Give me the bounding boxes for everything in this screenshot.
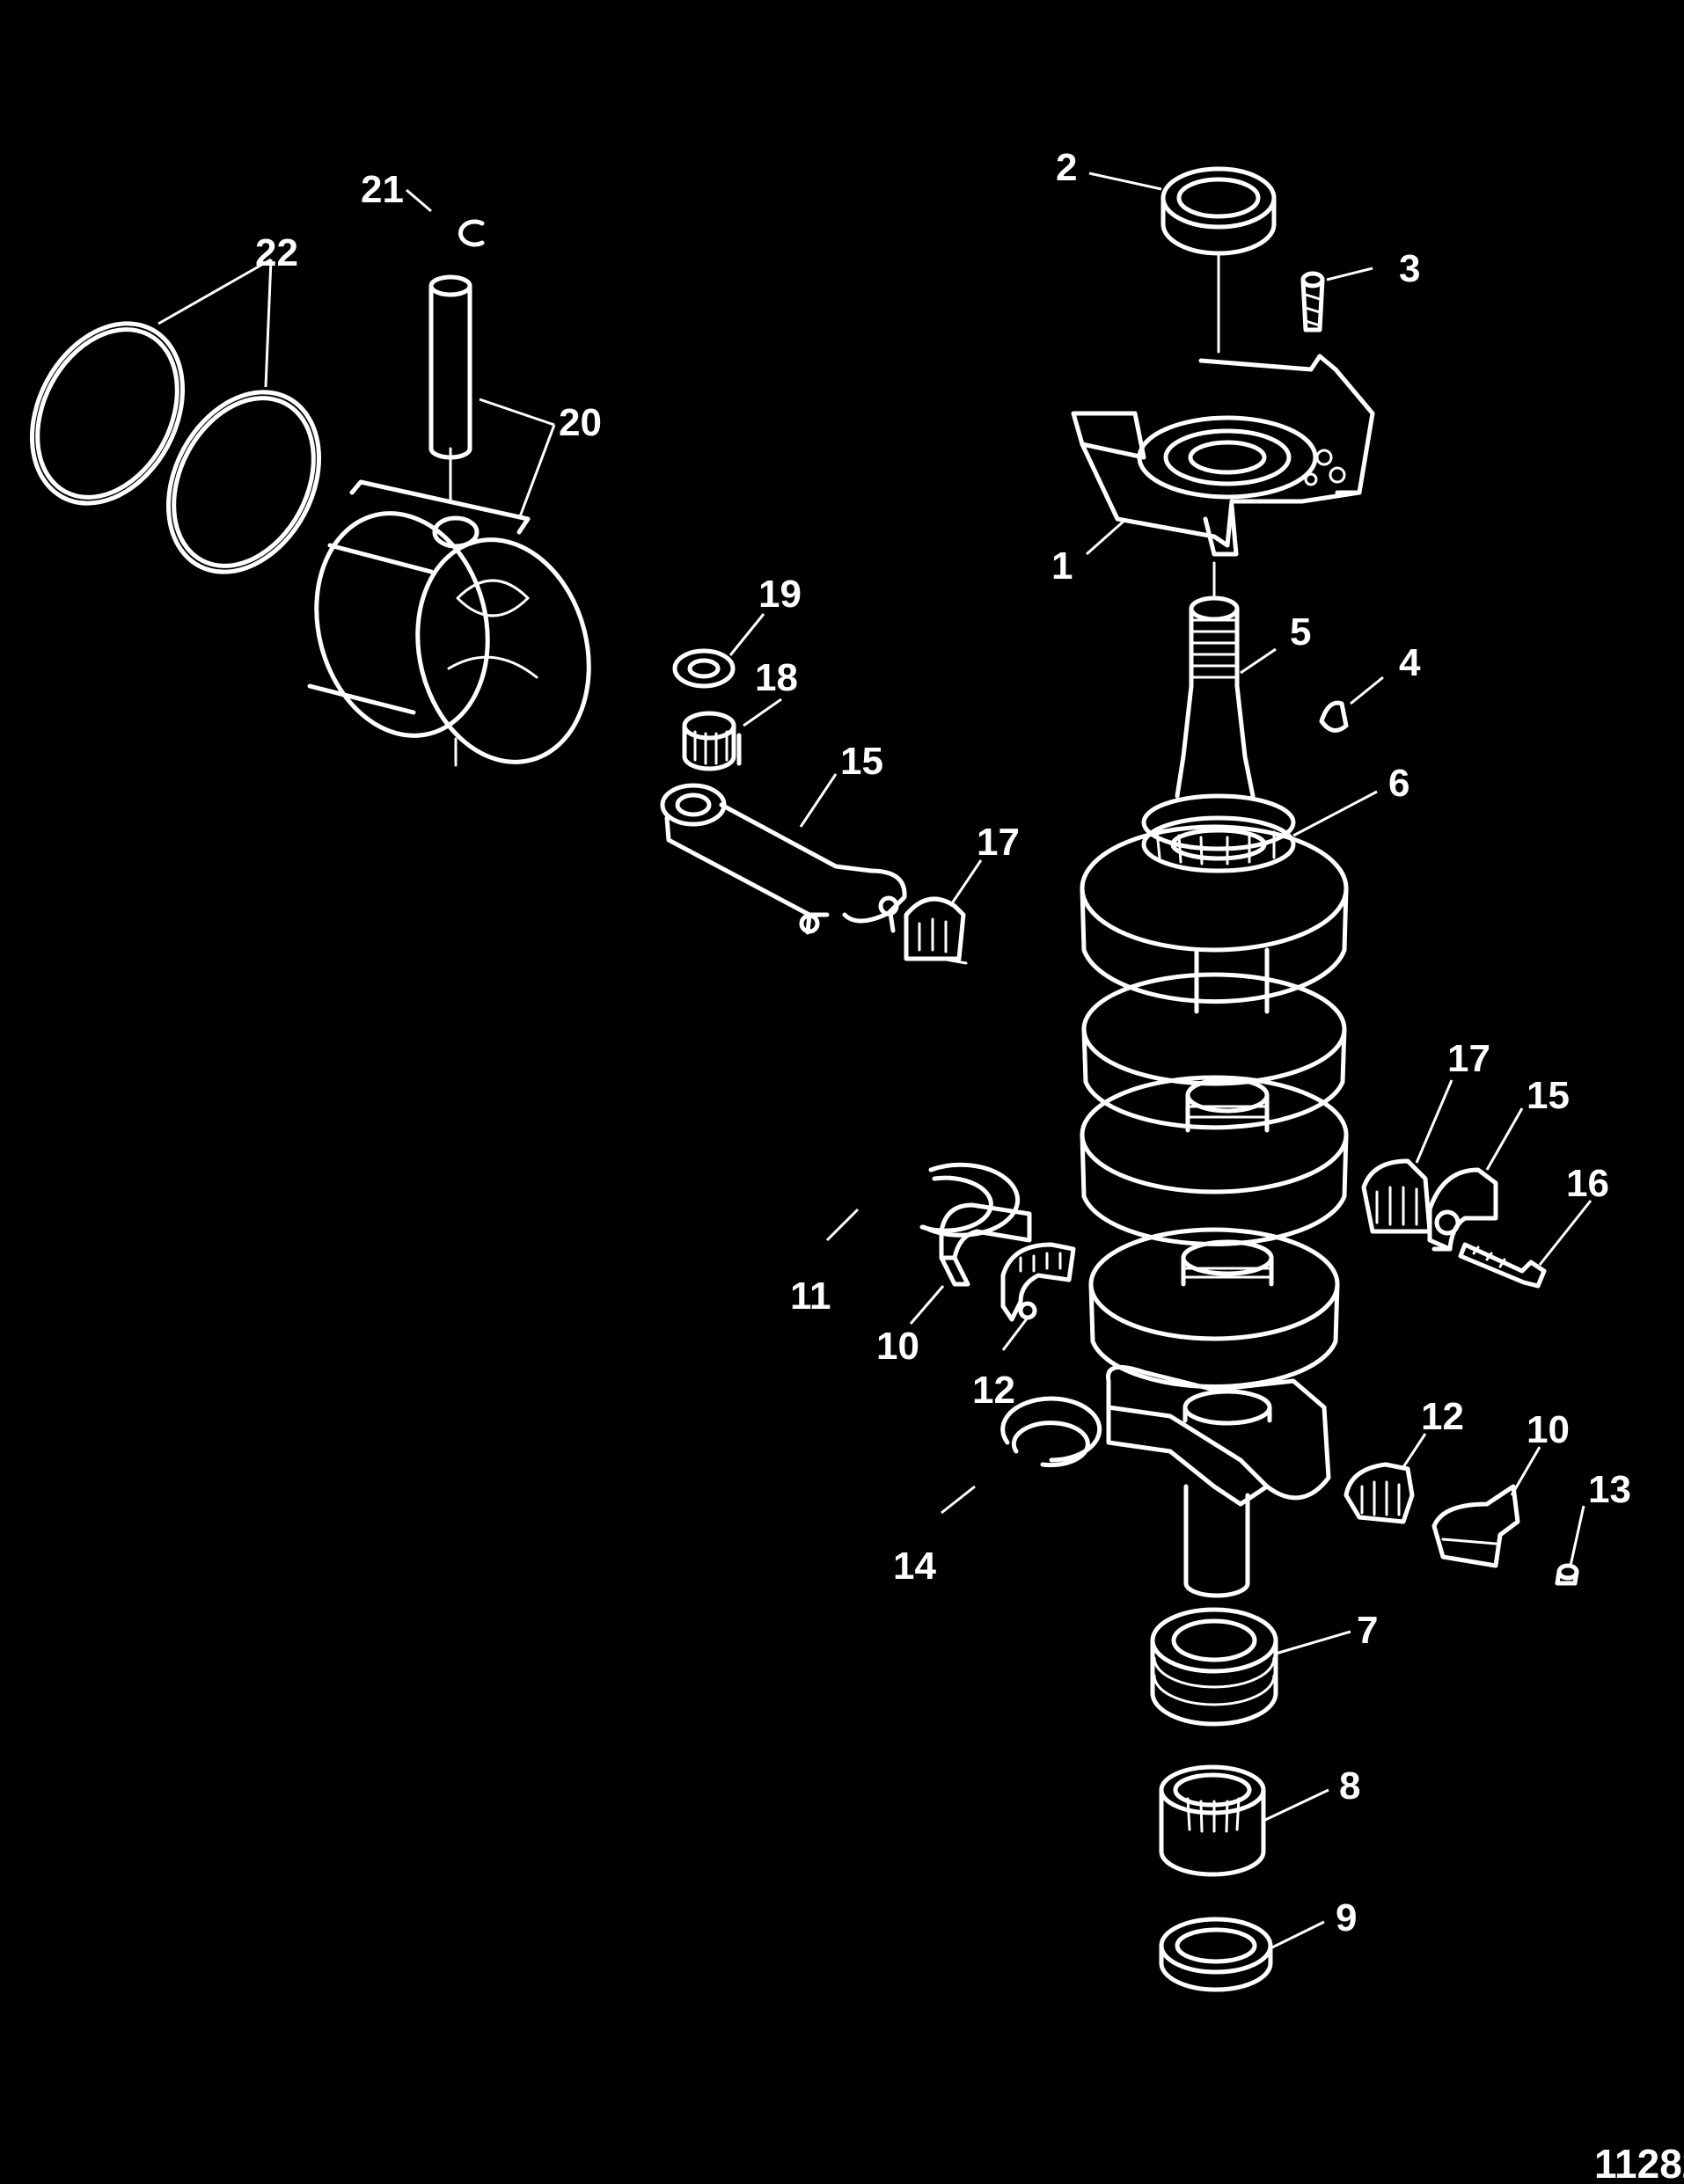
crankshaft-5 xyxy=(1080,595,1349,1598)
bolt-16 xyxy=(1458,1242,1547,1289)
callout-7: 7 xyxy=(1357,1609,1378,1652)
piston xyxy=(307,479,591,767)
thrust-washer-19 xyxy=(672,648,736,689)
callout-14: 14 xyxy=(893,1545,936,1588)
callout-17-right: 17 xyxy=(1447,1037,1490,1080)
top-seal-2 xyxy=(1160,166,1277,354)
callout-15-center: 15 xyxy=(840,740,883,783)
callout-8: 8 xyxy=(1339,1764,1360,1808)
callout-4: 4 xyxy=(1399,641,1421,684)
callout-13: 13 xyxy=(1588,1468,1631,1511)
leader-lines xyxy=(157,172,1592,1950)
woodruff-key-4 xyxy=(1319,700,1349,733)
retaining-ring-14 xyxy=(1000,1396,1102,1468)
race-half-10-left xyxy=(939,1202,1032,1287)
callout-15-right: 15 xyxy=(1527,1074,1570,1117)
callout-9: 9 xyxy=(1336,1896,1357,1939)
ring-9 xyxy=(1159,1917,1273,1992)
retaining-ring-11 xyxy=(919,1162,1021,1238)
rod-cap-15-right xyxy=(1427,1167,1498,1252)
piston-rings xyxy=(29,321,322,574)
callout-21: 21 xyxy=(361,168,404,211)
callout-2: 2 xyxy=(1056,146,1077,189)
connecting-rod xyxy=(660,783,907,935)
screw-13 xyxy=(1555,1563,1579,1586)
callout-1: 1 xyxy=(1051,544,1073,588)
callout-17-center: 17 xyxy=(977,821,1020,864)
bearing-cage-12-right xyxy=(1344,1462,1415,1524)
callout-3: 3 xyxy=(1399,247,1420,290)
bearing-cage-12-left xyxy=(1000,1242,1076,1322)
bearing-cage-17-right xyxy=(1361,1158,1432,1234)
callout-10-left: 10 xyxy=(876,1325,919,1368)
end-cap-1 xyxy=(1071,354,1375,600)
piston-pin xyxy=(428,274,472,503)
callout-16: 16 xyxy=(1566,1162,1609,1205)
callout-11: 11 xyxy=(790,1275,831,1318)
callout-labels: 1 2 3 4 5 6 7 8 9 10 10 11 12 12 13 14 1… xyxy=(255,146,1631,1939)
callout-12-right: 12 xyxy=(1421,1395,1464,1438)
callout-19: 19 xyxy=(758,573,802,616)
callout-20: 20 xyxy=(559,401,602,444)
race-half-10-right xyxy=(1431,1484,1520,1568)
bearing-cage-17-upper xyxy=(904,896,968,965)
callout-5: 5 xyxy=(1290,610,1311,654)
callout-22: 22 xyxy=(255,231,298,274)
screw-3 xyxy=(1300,271,1325,332)
callout-18: 18 xyxy=(755,656,798,699)
piston-pin-retainer xyxy=(458,219,485,247)
callout-6: 6 xyxy=(1388,762,1409,805)
needle-bearing-18 xyxy=(682,711,742,771)
figure-id: 11282 xyxy=(1594,2141,1684,2184)
callout-10-right: 10 xyxy=(1527,1408,1570,1451)
oil-seal-7 xyxy=(1150,1607,1278,1727)
callout-12-left: 12 xyxy=(972,1369,1015,1412)
roller-bearing-8 xyxy=(1159,1764,1266,1877)
